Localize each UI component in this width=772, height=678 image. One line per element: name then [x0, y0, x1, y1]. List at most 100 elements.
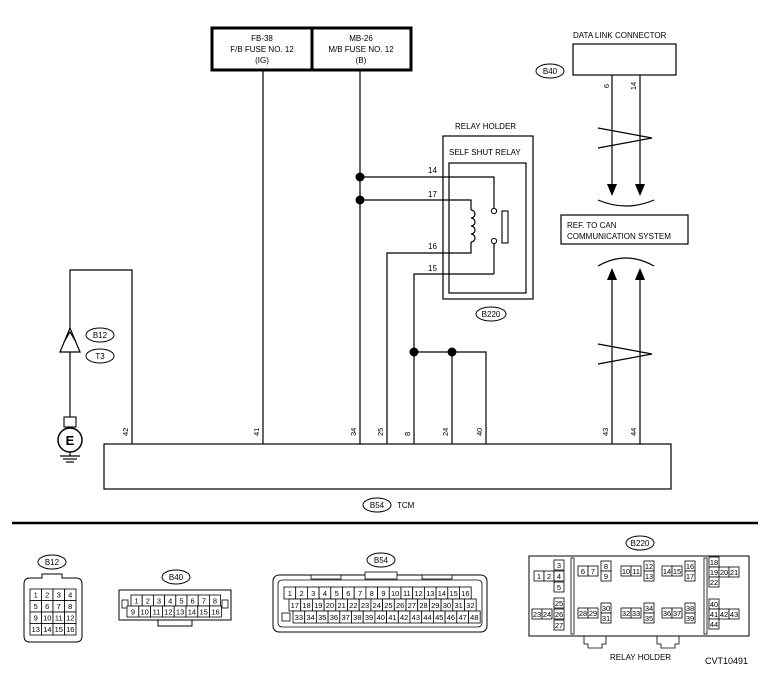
relay-pin-15: 15	[428, 264, 437, 273]
b220-pin-9-label: 9	[604, 572, 608, 581]
b54-pin-26-label: 26	[396, 601, 404, 610]
b40-pin-11-label: 11	[153, 607, 161, 616]
b54-pin-3-label: 3	[311, 589, 315, 598]
figure-code: CVT10491	[705, 656, 748, 666]
b40-pin-3-label: 3	[157, 596, 161, 605]
b40-pin-5-label: 5	[179, 596, 183, 605]
view-b40-title: B40	[169, 573, 184, 582]
b220-pin-3-cell	[553, 559, 565, 571]
dlc-pin-6: 6	[602, 84, 611, 88]
b12-pin-7-label: 7	[57, 602, 61, 611]
b12-pin-9-label: 9	[34, 614, 38, 623]
b220-pin-44-cell	[708, 618, 720, 630]
b220-pin-29-cell	[587, 607, 599, 619]
b220-pin-34-label: 34	[645, 604, 653, 613]
b12-pin-13-label: 13	[32, 625, 40, 634]
tcm-pin-40: 40	[475, 428, 484, 436]
data-link-connector-title: DATA LINK CONNECTOR	[573, 31, 667, 40]
b220-pin-4-cell	[553, 570, 565, 582]
b220-pin-22-cell	[708, 576, 720, 588]
b54-pin-23-label: 23	[361, 601, 369, 610]
b220-pin-24-label: 24	[543, 610, 551, 619]
relay-pin-16: 16	[428, 242, 437, 251]
b220-pin-19-label: 19	[710, 568, 718, 577]
b40-pin-14-label: 14	[188, 607, 196, 616]
b220-pin-35-cell	[643, 612, 655, 624]
b220-pin-2-label: 2	[547, 572, 551, 581]
fuse-mb26-line3: (B)	[356, 56, 367, 65]
dlc-pin-14: 14	[629, 82, 638, 90]
b54-pin-10-label: 10	[391, 589, 399, 598]
b12-pin-15-label: 15	[55, 625, 63, 634]
b220-pin-39-cell	[684, 612, 696, 624]
b220-pin-38-label: 38	[686, 604, 694, 613]
b54-pin-45-label: 45	[435, 613, 443, 622]
b220-pin-8-label: 8	[604, 562, 608, 571]
ground-connector-t3: T3	[95, 352, 105, 361]
b54-pin-29-label: 29	[431, 601, 439, 610]
b220-pin-17-cell	[684, 570, 696, 582]
b54-pin-17-label: 17	[291, 601, 299, 610]
b40-pin-6-label: 6	[191, 596, 195, 605]
relay-holder-badge: B220	[482, 310, 501, 319]
tcm-pin-labels: 42 41 34 25 8 24 40 43 44	[121, 428, 638, 436]
b220-pin-13-cell	[643, 570, 655, 582]
b40-pin-9-label: 9	[131, 607, 135, 616]
b54-pin-13-label: 13	[426, 589, 434, 598]
b220-pin-17-label: 17	[686, 572, 694, 581]
tcm-block: B54 TCM	[103, 443, 672, 513]
tcm-pin-25: 25	[376, 428, 385, 436]
tcm-label: TCM	[397, 501, 415, 510]
b54-pin-8-label: 8	[370, 589, 374, 598]
b54-pin-48-cell	[468, 610, 481, 624]
b54-pin-14-label: 14	[438, 589, 446, 598]
fuse-mb26-line2: M/B FUSE NO. 12	[328, 45, 394, 54]
b54-pin-34-label: 34	[306, 613, 314, 622]
b40-pin-16-cell	[209, 605, 222, 618]
b54-pin-44-label: 44	[423, 613, 431, 622]
b40-pin-15-label: 15	[200, 607, 208, 616]
b220-pin-43-label: 43	[730, 610, 738, 619]
b54-pin-35-label: 35	[318, 613, 326, 622]
b220-pin-11-label: 11	[632, 567, 640, 576]
b220-pin-36-label: 36	[663, 609, 671, 618]
b220-pin-5-label: 5	[557, 583, 561, 592]
b220-pin-44-label: 44	[710, 620, 718, 629]
b40-pin-1-label: 1	[135, 596, 139, 605]
b220-pin-13-label: 13	[645, 572, 653, 581]
b220-pin-26-label: 26	[555, 610, 563, 619]
b12-pin-10-label: 10	[43, 614, 51, 623]
fuse-mb26: MB-26 M/B FUSE NO. 12 (B)	[310, 26, 413, 72]
b220-pin-29-label: 29	[589, 609, 597, 618]
b40-pin-8-label: 8	[213, 596, 217, 605]
b54-pin-1-label: 1	[288, 589, 292, 598]
b220-pin-23-label: 23	[533, 610, 541, 619]
b54-pin-21-label: 21	[337, 601, 345, 610]
b54-pin-18-label: 18	[302, 601, 310, 610]
b54-pin-27-label: 27	[408, 601, 416, 610]
b40-pin-4-label: 4	[168, 596, 172, 605]
fuse-fb38-line2: F/B FUSE NO. 12	[230, 45, 294, 54]
b220-pin-4-label: 4	[557, 572, 561, 581]
b220-pin-40-label: 40	[710, 600, 718, 609]
b54-pin-25-label: 25	[384, 601, 392, 610]
b54-pin-28-label: 28	[419, 601, 427, 610]
b220-pin-25-cell	[553, 597, 565, 609]
b54-pin-40-label: 40	[377, 613, 385, 622]
b220-pin-32-label: 32	[622, 609, 630, 618]
b12-pin-16-cell	[64, 623, 77, 636]
b220-pin-21-label: 21	[730, 568, 738, 577]
b54-pin-31-label: 31	[454, 601, 462, 610]
b220-pin-15-label: 15	[673, 567, 681, 576]
relay-pin-14: 14	[428, 166, 437, 175]
tcm-pin-34: 34	[349, 428, 358, 436]
tcm-pin-42: 42	[121, 428, 130, 436]
b12-pin-14-label: 14	[43, 625, 51, 634]
b220-pin-24-cell	[541, 608, 553, 620]
b54-pin-22-label: 22	[349, 601, 357, 610]
